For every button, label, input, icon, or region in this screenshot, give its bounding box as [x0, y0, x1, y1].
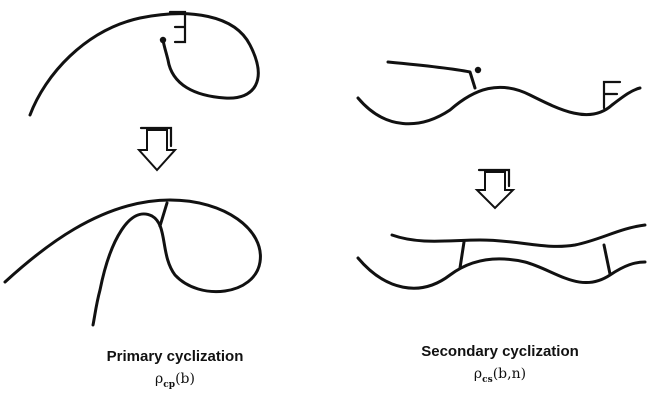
secondary-after-chains: [356, 223, 647, 290]
primary-caption: Primary cyclization ρcp(b): [75, 348, 275, 390]
primary-before-chain: [28, 10, 260, 117]
secondary-symbol: ρcs(b,n): [473, 366, 527, 385]
primary-title: Primary cyclization: [106, 348, 244, 365]
secondary-title: Secondary cyclization: [421, 343, 579, 360]
hollow-down-arrow-icon: [136, 126, 178, 172]
secondary-caption: Secondary cyclization ρcs(b,n): [380, 343, 620, 385]
secondary-before-chains: [356, 60, 642, 126]
primary-symbol: ρcp(b): [155, 371, 195, 390]
primary-after-chain: [3, 198, 262, 327]
hollow-down-arrow-icon: [474, 168, 516, 210]
